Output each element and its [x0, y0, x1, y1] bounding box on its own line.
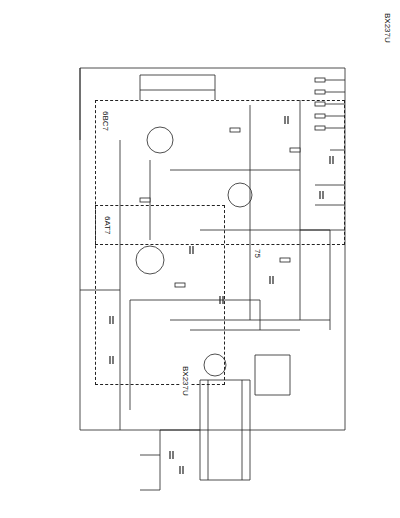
capacitor-symbol — [322, 191, 323, 199]
resistor-symbol — [315, 114, 325, 118]
tube-section-box — [95, 100, 345, 245]
capacitor-symbol — [109, 316, 110, 324]
tube-type-label: 6BC7 — [101, 110, 110, 132]
tube-type-label: 6AT7 — [103, 215, 112, 236]
resistor-symbol — [315, 126, 325, 130]
wire — [80, 68, 120, 430]
capacitor-symbol — [284, 116, 285, 124]
resistor-symbol — [315, 102, 325, 106]
component-label: 75 — [253, 248, 262, 259]
capacitor-symbol — [332, 156, 333, 164]
outer-wire-frame — [80, 68, 345, 430]
model-number: BX237U — [181, 365, 190, 397]
capacitor-group — [110, 116, 333, 474]
capacitor-symbol — [269, 276, 270, 284]
wire — [315, 150, 345, 205]
rectifier-tube — [204, 354, 226, 376]
wire — [325, 80, 345, 128]
capacitor-symbol — [109, 356, 110, 364]
wire — [130, 100, 345, 410]
mains-wire — [140, 430, 200, 490]
tube-symbol — [147, 127, 173, 153]
wire — [140, 75, 215, 100]
tube-section-box — [95, 205, 225, 385]
resistor-symbol — [315, 78, 325, 82]
capacitor-symbol — [272, 276, 273, 284]
resistor-group — [140, 78, 325, 287]
capacitor-symbol — [112, 316, 113, 324]
capacitor-symbol — [287, 116, 288, 124]
power-transformer — [200, 380, 250, 480]
resistor-symbol — [230, 128, 240, 132]
capacitor-symbol — [192, 246, 193, 254]
tube-symbol — [136, 246, 164, 274]
tube-symbol — [228, 183, 252, 207]
capacitor-symbol — [222, 296, 223, 304]
capacitor-symbol — [329, 156, 330, 164]
resistor-symbol — [315, 90, 325, 94]
speaker-symbol — [255, 355, 290, 395]
capacitor-symbol — [189, 246, 190, 254]
resistor-symbol — [140, 198, 150, 202]
capacitor-symbol — [172, 451, 173, 459]
resistor-symbol — [280, 258, 290, 262]
capacitor-symbol — [112, 356, 113, 364]
resistor-symbol — [290, 148, 300, 152]
wire — [190, 230, 330, 330]
model-number: BX237U — [383, 12, 392, 44]
capacitor-symbol — [182, 466, 183, 474]
capacitor-symbol — [169, 451, 170, 459]
capacitor-symbol — [319, 191, 320, 199]
capacitor-symbol — [219, 296, 220, 304]
capacitor-symbol — [179, 466, 180, 474]
resistor-symbol — [175, 283, 185, 287]
